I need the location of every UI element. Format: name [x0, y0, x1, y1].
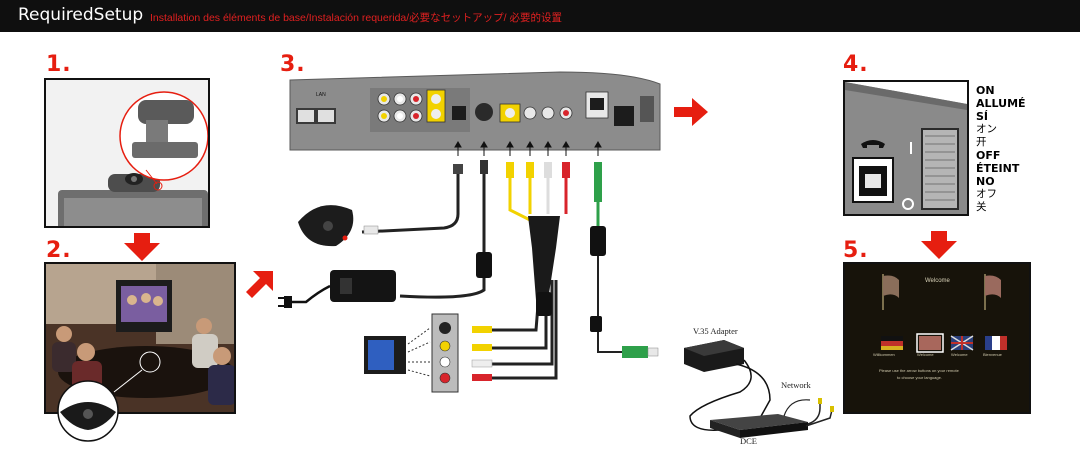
off-label-jp: オフ	[976, 188, 997, 200]
welcome-instruction-1: Please use the arrow buttons on your rem…	[879, 368, 959, 373]
on-label-cn: 开	[976, 136, 987, 148]
step1-camera-photo	[44, 78, 210, 228]
welcome-title: Welcome	[925, 278, 950, 284]
welcome-instruction-2: to choose your language.	[897, 375, 942, 380]
on-label-fr: ALLUMÉ	[976, 97, 1026, 110]
step-number-1: 1.	[46, 52, 72, 77]
step-number-3: 3.	[280, 52, 306, 77]
off-label-es: NO	[976, 175, 995, 188]
on-label: ON	[976, 84, 995, 97]
off-label: OFF	[976, 149, 1001, 162]
on-label-es: SÍ	[976, 110, 989, 123]
lang-option-german: Willkommen	[873, 352, 895, 357]
power-state-labels: ON ALLUMÉ SÍ オン 开 OFF ÉTEINT NO オフ 关	[976, 84, 1026, 214]
lang-option-english-us: Welcome	[917, 352, 934, 357]
lan-label: LAN	[316, 92, 326, 98]
lang-option-english-uk: Welcome	[951, 352, 968, 357]
on-label-jp: オン	[976, 123, 997, 135]
step5-welcome-screen: Welcome Willkommen Welcome Welcome Bienv…	[843, 262, 1031, 414]
header-bar: RequiredSetup Installation des éléments …	[0, 0, 1080, 32]
lang-option-french: Bienvenue	[983, 352, 1002, 357]
off-label-cn: 关	[976, 201, 987, 213]
network-label: Network	[781, 380, 811, 390]
step4-power-switch-panel	[843, 80, 969, 216]
off-label-fr: ÉTEINT	[976, 162, 1020, 175]
page-title: RequiredSetup	[18, 5, 144, 25]
step-number-2: 2.	[46, 238, 72, 263]
v35-adapter-label: V.35 Adapter	[693, 326, 738, 336]
step-number-4: 4.	[843, 52, 869, 77]
dce-label: DCE	[740, 436, 757, 446]
page-subtitle: Installation des éléments de base/Instal…	[150, 12, 562, 24]
step-number-5: 5.	[843, 238, 869, 263]
